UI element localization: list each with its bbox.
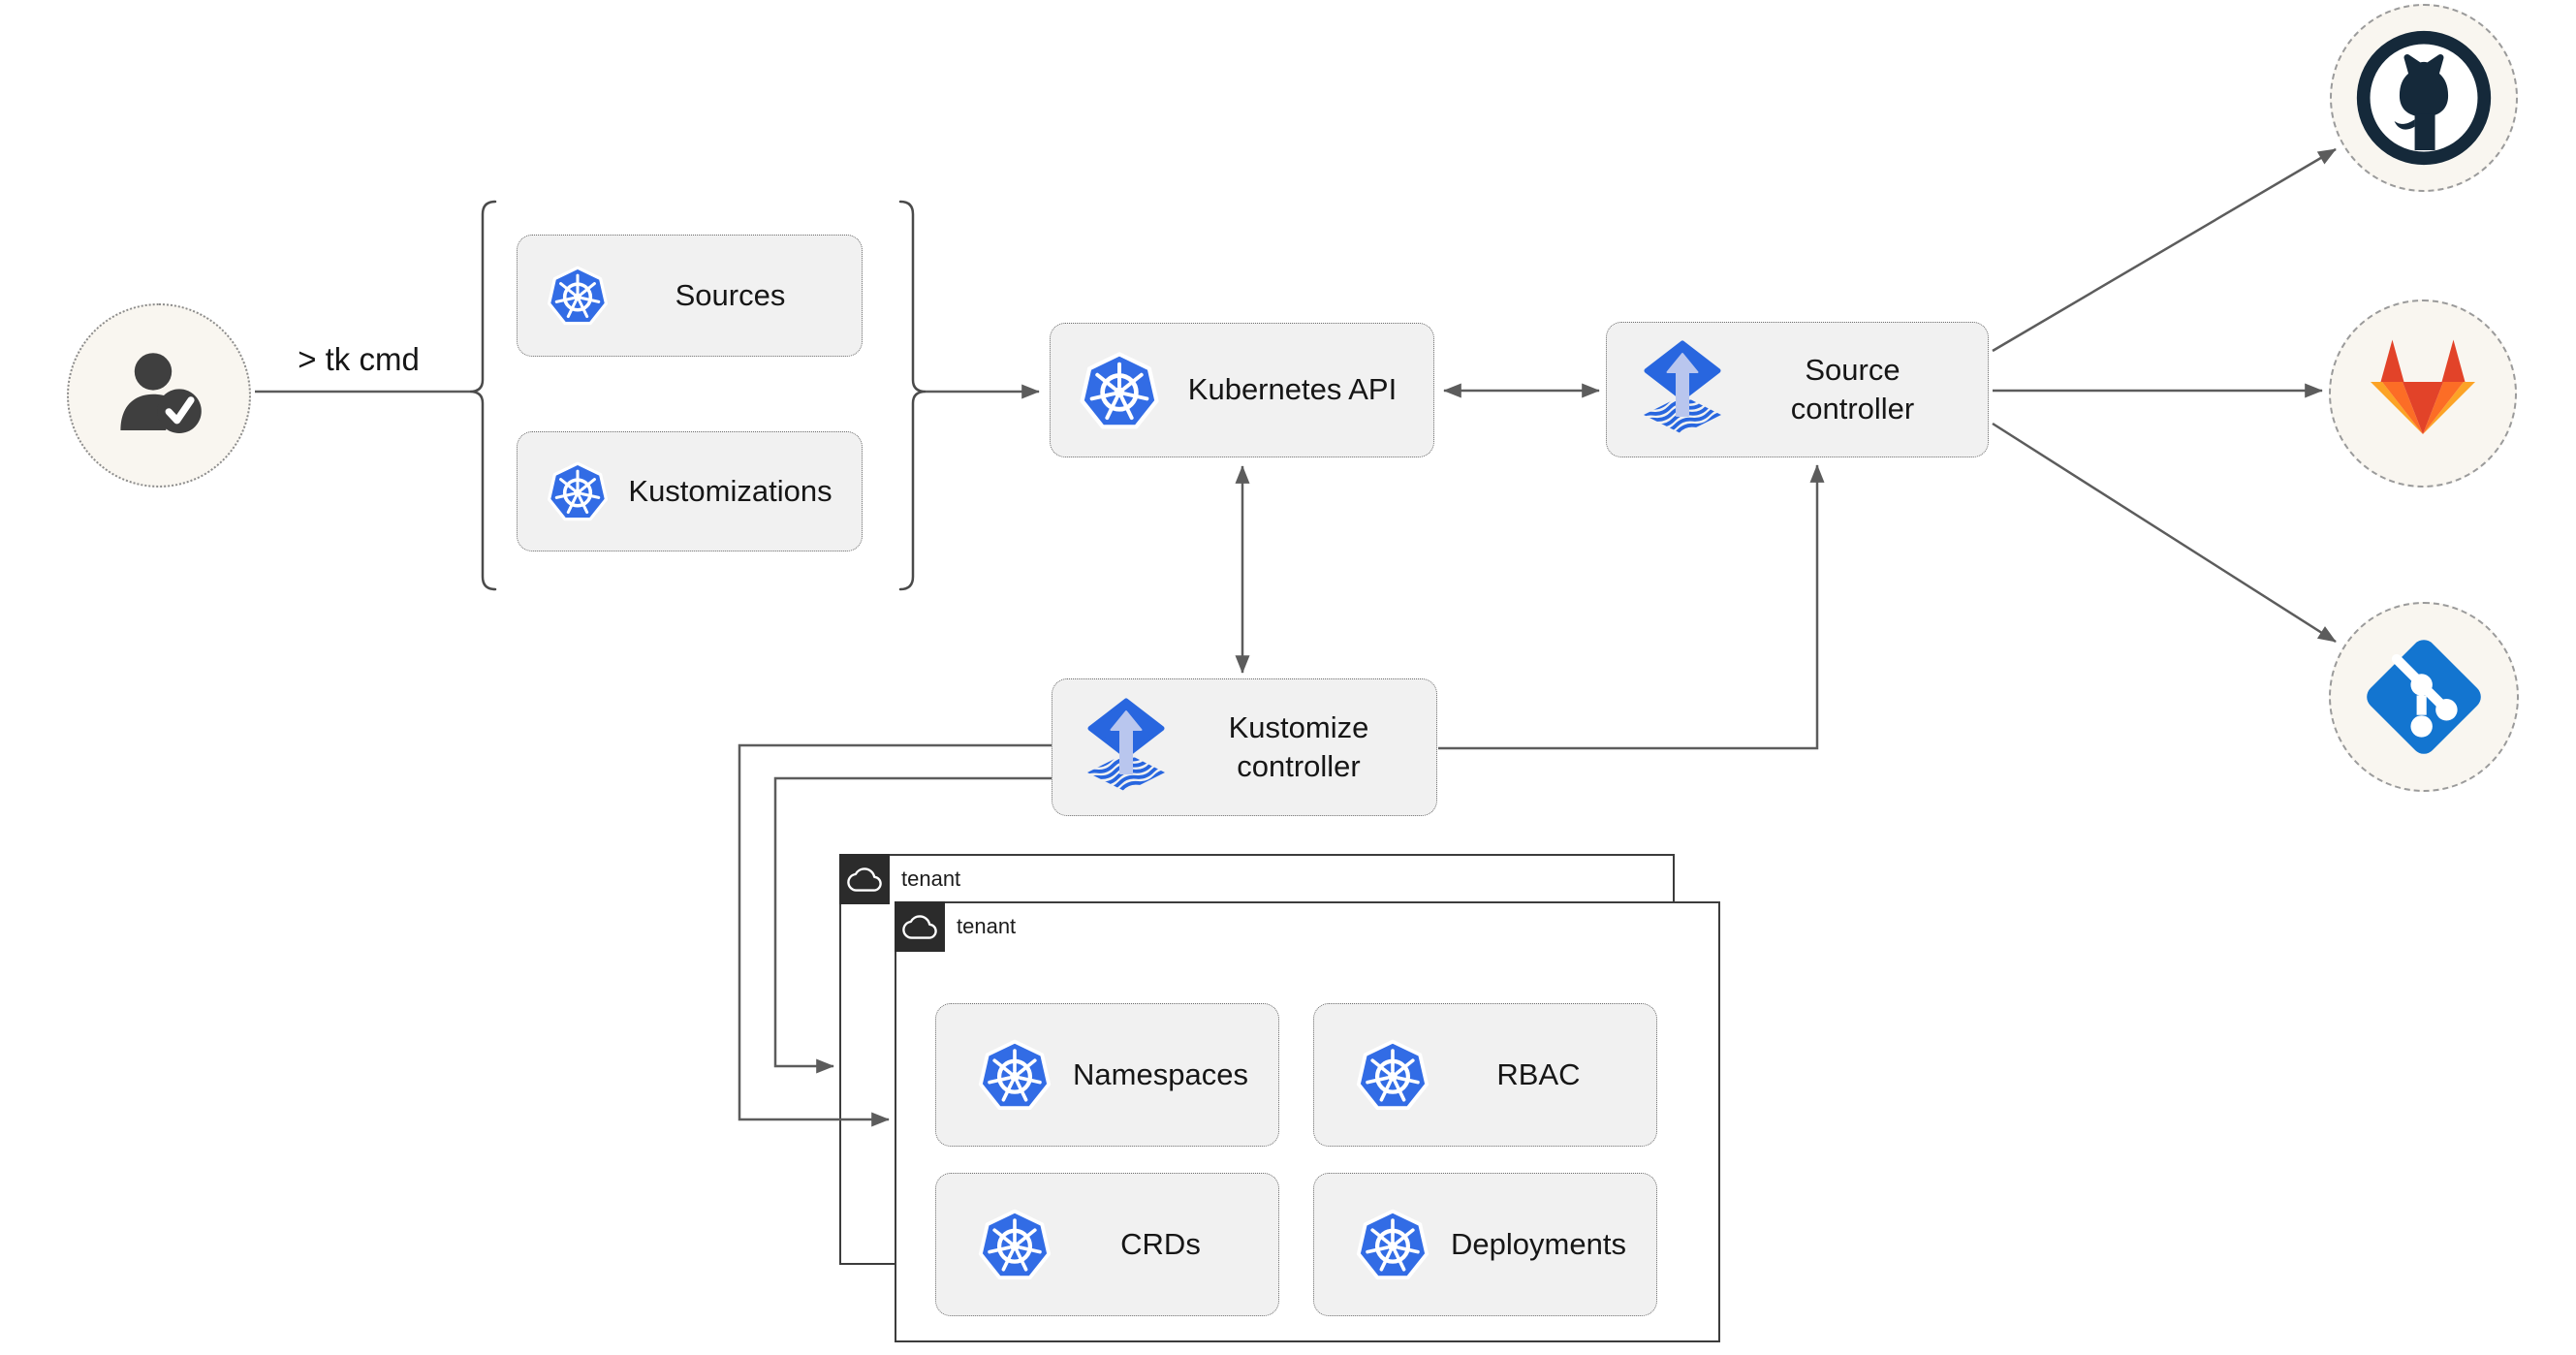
kubernetes-icon [1351,1203,1434,1286]
node-crds: CRDs [935,1173,1279,1316]
node-label: CRDs [1120,1226,1201,1261]
kubernetes-icon [543,261,613,331]
provider-gitlab [2329,299,2517,488]
node-label: Namespaces [1073,1056,1248,1091]
tenant-label: tenant [901,867,961,891]
user-check-icon [101,337,217,454]
kubernetes-icon [543,457,613,526]
node-namespaces: Namespaces [935,1003,1279,1147]
node-label: Deployments [1451,1226,1626,1261]
cloud-icon [847,867,882,892]
kubernetes-icon [973,1203,1056,1286]
node-label: RBAC [1496,1056,1581,1091]
node-kustomizations: Kustomizations [517,431,863,551]
node-source-controller: Source controller [1606,322,1989,457]
user-actor [67,303,251,488]
node-label: Kustomizations [628,473,832,508]
node-kustomize-controller: Kustomize controller [1052,678,1437,816]
provider-github [2330,4,2518,192]
flux-icon [1078,697,1175,798]
flux-icon [1634,339,1731,440]
cloud-icon [902,915,937,939]
node-sources: Sources [517,235,863,357]
node-label-line2: controller [1237,749,1361,783]
tenant-header [839,854,890,904]
edge-kustomize-to-source [1438,464,1825,750]
cli-command-label: > tk cmd [298,341,420,377]
node-rbac: RBAC [1313,1003,1657,1147]
node-kubernetes-api: Kubernetes API [1050,323,1434,457]
node-label: Kustomize controller [1175,709,1436,787]
node-label-line1: Source [1805,352,1901,387]
node-label: Kubernetes API [1187,372,1398,407]
node-label: Source controller [1731,351,1988,429]
edge-source-to-github [1992,147,2337,353]
node-deployments: Deployments [1313,1173,1657,1316]
kubernetes-icon [1351,1033,1434,1117]
tenant-header [895,901,945,952]
left-curly-brace [469,200,497,591]
gitlab-icon [2350,321,2496,466]
node-label: Sources [675,277,786,312]
kubernetes-icon [973,1033,1056,1117]
right-curly-brace [898,200,927,591]
node-label-line1: Kustomize [1228,709,1369,744]
kubernetes-icon [1074,345,1165,436]
edge-source-to-git [1992,422,2337,644]
node-label-line2: controller [1790,392,1915,425]
tenant-label: tenant [957,914,1017,938]
provider-git [2329,602,2519,792]
git-icon [2348,621,2499,772]
github-icon [2350,24,2497,172]
